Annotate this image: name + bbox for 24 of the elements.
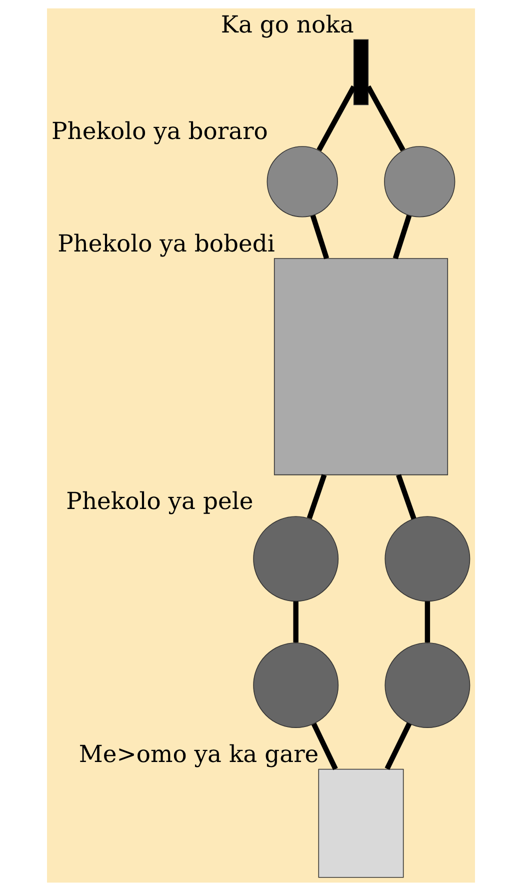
node-label: Ka go noka xyxy=(220,10,354,38)
node-bar xyxy=(353,39,369,106)
node-label: Phekolo ya bobedi xyxy=(58,229,275,258)
node-circle xyxy=(384,516,470,602)
node-box xyxy=(274,258,448,476)
connector xyxy=(306,474,327,520)
node-circle xyxy=(384,642,470,728)
node-circle xyxy=(384,146,456,218)
connector xyxy=(316,85,356,152)
node-circle xyxy=(253,516,339,602)
connector xyxy=(424,601,430,642)
node-label: Phekolo ya pele xyxy=(66,487,254,516)
connector xyxy=(392,214,412,260)
connector xyxy=(366,85,406,152)
connector xyxy=(384,722,412,770)
node-label: Me>omo ya ka gare xyxy=(78,740,319,768)
connector xyxy=(396,474,416,520)
node-circle xyxy=(266,146,338,218)
node-circle xyxy=(253,642,339,728)
connector xyxy=(310,214,330,260)
node-box xyxy=(318,768,404,878)
connector xyxy=(293,601,298,642)
connector xyxy=(311,722,338,770)
node-label: Phekolo ya boraro xyxy=(52,117,268,146)
